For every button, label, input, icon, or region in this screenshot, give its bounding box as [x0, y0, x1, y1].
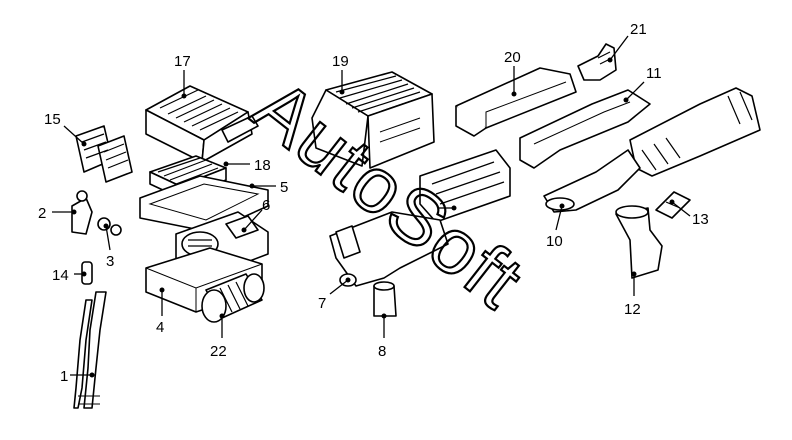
part-17-control-module	[145, 85, 259, 163]
callout-13: 13	[692, 211, 709, 228]
part-8-drain-tube	[373, 281, 397, 317]
callout-4: 4	[156, 319, 164, 336]
callout-11: 11	[646, 65, 662, 82]
part-12-outlet-duct	[615, 205, 663, 279]
part-7-distribution-duct	[329, 149, 511, 287]
part-13-gasket	[655, 191, 691, 219]
callout-5: 5	[280, 179, 288, 196]
part-2-lever	[71, 190, 93, 235]
part-20-upper-duct	[455, 67, 577, 137]
callout-18: 18	[254, 157, 271, 174]
part-21-connector	[577, 43, 617, 81]
callout-1: 1	[60, 368, 68, 385]
callout-22: 22	[210, 343, 227, 360]
leader-lines	[52, 35, 691, 378]
callout-8: 8	[378, 343, 386, 360]
part-1-cables	[73, 291, 107, 409]
part-right-duct	[629, 87, 761, 177]
callout-3: 3	[106, 253, 114, 270]
callout-7: 7	[318, 295, 326, 312]
part-15-filter	[75, 125, 133, 183]
callout-21: 21	[630, 21, 647, 38]
part-10-vent-scoop	[543, 149, 641, 213]
callout-14: 14	[52, 267, 69, 284]
part-22-blower-motor	[201, 273, 265, 323]
part-3-clip	[97, 217, 122, 236]
callout-20: 20	[504, 49, 521, 66]
callout-15: 15	[44, 111, 61, 128]
part-19-heater-unit	[311, 71, 435, 169]
callout-12: 12	[624, 301, 641, 318]
callout-17: 17	[174, 53, 191, 70]
callout-2: 2	[38, 205, 46, 222]
callout-6: 6	[262, 197, 270, 214]
callout-10: 10	[546, 233, 563, 250]
part-11-duct	[519, 89, 651, 169]
callout-19: 19	[332, 53, 349, 70]
